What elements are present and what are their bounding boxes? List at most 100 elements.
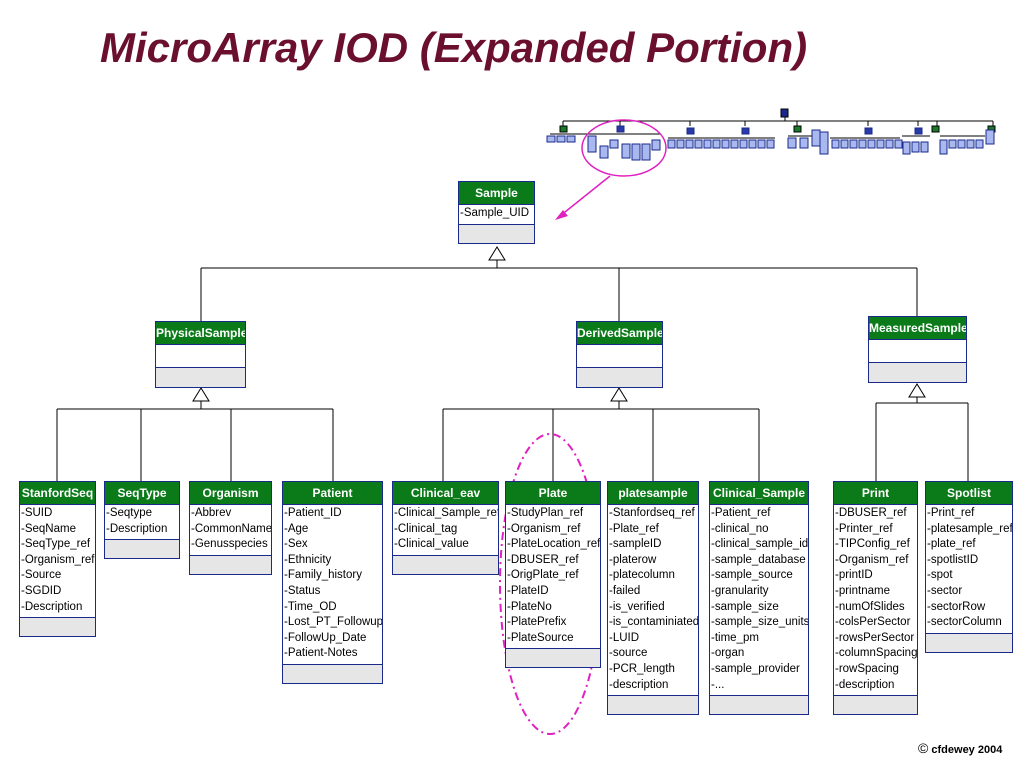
attribute: -Organism_ref <box>835 553 909 566</box>
attribute: -Clinical_Sample_ref <box>394 507 498 519</box>
attribute-list: -DBUSER_ref -Printer_ref -TIPConfig_ref … <box>834 505 917 697</box>
attribute: -PlateNo <box>507 600 552 613</box>
class-name: Print <box>834 482 917 505</box>
attribute: -source <box>609 647 648 660</box>
inherit-arrow-derived <box>610 387 628 402</box>
attribute: -Source <box>21 569 62 582</box>
attribute: -spotlistID <box>927 553 979 566</box>
attribute: -sample_provider <box>711 662 800 675</box>
attribute: -Printer_ref <box>835 522 893 535</box>
class-name: platesample <box>608 482 698 505</box>
attribute: -organ <box>711 647 745 660</box>
attribute-list: -Print_ref -platesample_ref -plate_ref -… <box>926 505 1012 634</box>
class-patient[interactable]: Patient -Patient_ID -Age -Sex -Ethnicity… <box>282 481 383 684</box>
class-name: SeqType <box>105 482 179 505</box>
class-clinical-eav[interactable]: Clinical_eav -Clinical_Sample_ref -Clini… <box>392 481 499 575</box>
class-name: StanfordSeq <box>20 482 95 505</box>
attribute: -Genusspecies <box>191 538 268 551</box>
attribute: -is_verified <box>609 600 665 613</box>
operations-compartment <box>608 696 698 715</box>
attribute: -PlatePrefix <box>507 616 567 629</box>
attribute: -Clinical_value <box>394 538 469 551</box>
attribute: -Family_history <box>284 569 362 582</box>
attribute: -Stanfordseq_ref <box>609 507 695 519</box>
attribute: -Description <box>106 522 168 535</box>
attribute: -Status <box>284 584 321 597</box>
operations-compartment <box>506 649 600 668</box>
attribute: -time_pm <box>711 631 759 644</box>
operations-compartment <box>577 368 662 386</box>
class-stanfordseq[interactable]: StanfordSeq -SUID -SeqName -SeqType_ref … <box>19 481 96 638</box>
attribute-list <box>156 345 245 368</box>
attribute: -Abbrev <box>191 507 232 519</box>
class-clinical-sample[interactable]: Clinical_Sample -Patient_ref -clinical_n… <box>709 481 809 716</box>
operations-compartment <box>156 368 245 386</box>
attribute: -colsPerSector <box>835 616 911 629</box>
attribute: -PlateID <box>507 584 549 597</box>
class-name: PhysicalSample <box>156 322 245 345</box>
class-plate[interactable]: Plate -StudyPlan_ref -Organism_ref -Plat… <box>505 481 601 669</box>
class-sample[interactable]: Sample -Sample_UID <box>458 181 535 244</box>
attribute: -numOfSlides <box>835 600 905 613</box>
attribute: -platecolumn <box>609 569 675 582</box>
attribute: -sample_database <box>711 553 806 566</box>
attribute-list: -SUID -SeqName -SeqType_ref -Organism_re… <box>20 505 95 619</box>
attribute: -OrigPlate_ref <box>507 569 579 582</box>
attribute: -platesample_ref <box>927 522 1012 535</box>
attribute: -Print_ref <box>927 507 975 519</box>
operations-compartment <box>190 555 271 574</box>
class-seqtype[interactable]: SeqType -Seqtype -Description <box>104 481 180 560</box>
attribute: -DBUSER_ref <box>507 553 579 566</box>
attribute: -printname <box>835 584 890 597</box>
overview-thumbnail <box>546 108 996 161</box>
attribute-list: -Patient_ref -clinical_no -clinical_samp… <box>710 505 808 697</box>
attribute: -Sex <box>284 538 308 551</box>
inherit-arrow-measured <box>908 383 926 398</box>
class-name: MeasuredSample <box>869 317 966 340</box>
attribute: -CommonName <box>191 522 271 535</box>
operations-compartment <box>926 633 1012 652</box>
attribute: -... <box>711 678 725 691</box>
operations-compartment <box>393 555 498 574</box>
operations-compartment <box>834 696 917 715</box>
attribute-list: -Seqtype -Description <box>105 505 179 541</box>
attribute: -rowSpacing <box>835 662 899 675</box>
attribute: -SeqType_ref <box>21 538 91 551</box>
attribute: -SUID <box>21 507 53 519</box>
copyright-symbol: © <box>918 740 929 756</box>
class-spotlist[interactable]: Spotlist -Print_ref -platesample_ref -pl… <box>925 481 1013 653</box>
attribute: -Time_OD <box>284 600 337 613</box>
attribute: -columnSpacing <box>835 647 917 660</box>
class-measured-sample[interactable]: MeasuredSample <box>868 316 967 383</box>
class-platesample[interactable]: platesample -Stanfordseq_ref -Plate_ref … <box>607 481 699 716</box>
attribute: -SeqName <box>21 522 76 535</box>
class-derived-sample[interactable]: DerivedSample <box>576 321 663 388</box>
attribute: -rowsPerSector <box>835 631 915 644</box>
attribute: -sectorRow <box>927 600 986 613</box>
attribute: -PCR_length <box>609 662 675 675</box>
operations-compartment <box>710 696 808 715</box>
attribute: -sample_source <box>711 569 793 582</box>
operations-compartment <box>105 540 179 559</box>
class-name: Clinical_Sample <box>710 482 808 505</box>
class-physical-sample[interactable]: PhysicalSample <box>155 321 246 388</box>
attribute: -PlateLocation_ref <box>507 538 600 551</box>
attribute: -spot <box>927 569 953 582</box>
attribute: -Seqtype <box>106 507 153 519</box>
highlight-ellipse-overview <box>581 119 667 177</box>
inherit-arrow-physical <box>192 387 210 402</box>
class-print[interactable]: Print -DBUSER_ref -Printer_ref -TIPConfi… <box>833 481 918 716</box>
attribute: -is_contaminiated <box>609 616 698 629</box>
operations-compartment <box>869 363 966 381</box>
attribute: -Ethnicity <box>284 553 332 566</box>
attribute: -Organism_ref <box>21 553 95 566</box>
class-name: Clinical_eav <box>393 482 498 505</box>
attribute: -PlateSource <box>507 631 574 644</box>
attribute-list: -Clinical_Sample_ref -Clinical_tag -Clin… <box>393 505 498 556</box>
attribute: -TIPConfig_ref <box>835 538 910 551</box>
attribute: -plate_ref <box>927 538 976 551</box>
attribute: -DBUSER_ref <box>835 507 907 519</box>
class-name: Spotlist <box>926 482 1012 505</box>
operations-compartment <box>20 618 95 637</box>
class-organism[interactable]: Organism -Abbrev -CommonName -Genusspeci… <box>189 481 272 575</box>
